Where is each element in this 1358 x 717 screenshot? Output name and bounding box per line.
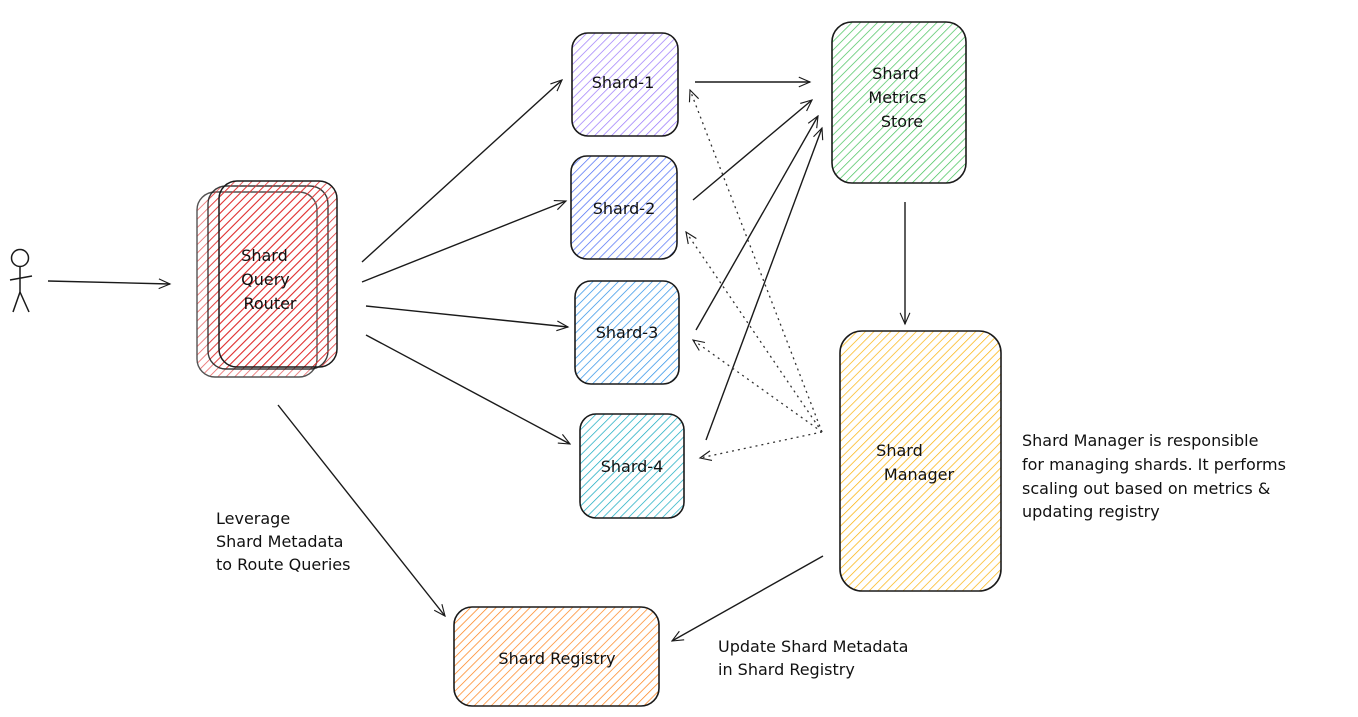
edge-user-to-router: [47, 278, 172, 290]
edge-manager-to-shard3: [691, 339, 823, 433]
note-update-metadata: Update Shard Metadata in Shard Registry: [718, 637, 914, 679]
shard-3: Shard-3: [574, 280, 680, 385]
note-line: in Shard Registry: [718, 660, 855, 679]
note-line: Shard Metadata: [216, 532, 343, 551]
note-manager-description: Shard Manager is responsible for managin…: [1022, 431, 1291, 521]
edge-router-to-shard2: [361, 200, 568, 283]
registry-label: Shard Registry: [498, 649, 615, 668]
shard-2-label: Shard-2: [593, 199, 656, 218]
shard-3-label: Shard-3: [596, 323, 659, 342]
router-label-line: Query: [241, 270, 290, 289]
metrics-label-line: Store: [881, 112, 923, 131]
metrics-label-line: Metrics: [868, 88, 926, 107]
shard-4-label: Shard-4: [601, 457, 664, 476]
svg-text:Shard Query Router: Shard Query Router: [241, 246, 297, 313]
shard-manager: Shard Manager: [839, 330, 1002, 592]
note-line: updating registry: [1022, 502, 1160, 521]
edge-router-to-shard4: [365, 334, 572, 445]
note-line: for managing shards. It performs: [1022, 455, 1286, 474]
edge-shard3-to-metrics: [695, 114, 819, 331]
edge-router-to-shard3: [365, 305, 570, 332]
router-label-line: Shard: [241, 246, 288, 265]
manager-label-line: Manager: [884, 465, 955, 484]
edge-router-to-shard1: [361, 79, 564, 263]
note-line: Update Shard Metadata: [718, 637, 908, 656]
shard-registry: Shard Registry: [453, 606, 660, 707]
shard-metrics-store: Shard Metrics Store: [831, 21, 967, 184]
note-line: to Route Queries: [216, 555, 350, 574]
edge-manager-to-shard4: [698, 431, 823, 462]
shard-4: Shard-4: [579, 413, 685, 519]
edge-shard2-to-metrics: [692, 99, 814, 201]
note-leverage-metadata: Leverage Shard Metadata to Route Queries: [216, 509, 350, 574]
svg-text:Shard Metrics Stor: Shard Metrics Store: [868, 64, 931, 131]
edge-manager-to-shard2: [685, 230, 823, 433]
shard-2: Shard-2: [570, 155, 678, 260]
shard-1-label: Shard-1: [592, 73, 655, 92]
edge-manager-to-registry: [670, 555, 824, 642]
edge-shard4-to-metrics: [705, 126, 824, 441]
edge-manager-to-shard1: [688, 88, 823, 433]
note-line: Shard Manager is responsible: [1022, 431, 1258, 450]
shard-1: Shard-1: [571, 32, 679, 137]
user-icon: [9, 248, 33, 313]
note-line: Leverage: [216, 509, 290, 528]
edge-router-to-registry: [277, 404, 446, 618]
router-label-line: Router: [243, 294, 296, 313]
note-line: scaling out based on metrics &: [1022, 479, 1270, 498]
shard-query-router: Shard Query Router: [196, 180, 338, 378]
metrics-label-line: Shard: [872, 64, 919, 83]
manager-label-line: Shard: [876, 441, 923, 460]
edges: [47, 76, 911, 642]
svg-text:Shard Manager: Shard Manager: [876, 441, 954, 484]
